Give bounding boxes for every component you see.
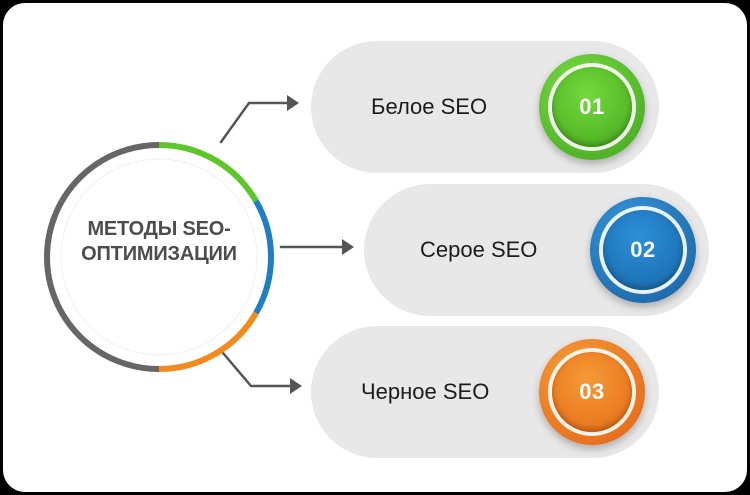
method-pill-white-seo[interactable]: Белое SEO 01 bbox=[311, 41, 659, 173]
center-title: МЕТОДЫ SEO- ОПТИМИЗАЦИИ bbox=[67, 217, 251, 267]
arrowhead-middle bbox=[342, 239, 354, 255]
center-title-line2: ОПТИМИЗАЦИИ bbox=[81, 243, 237, 265]
ring-segment-gray bbox=[44, 142, 160, 372]
connector-bottom bbox=[221, 351, 292, 388]
connector-top bbox=[219, 101, 289, 144]
badge-number: 02 bbox=[630, 237, 656, 262]
ring-inner-circle bbox=[60, 158, 258, 356]
arrowhead-bottom bbox=[290, 378, 302, 394]
connector-arrows bbox=[219, 95, 354, 394]
method-label: Белое SEO bbox=[371, 94, 488, 119]
ring-segment-orange bbox=[158, 311, 259, 372]
badge-core: 01 bbox=[552, 67, 632, 147]
badge-core: 03 bbox=[552, 352, 632, 432]
number-badge: 01 bbox=[539, 54, 645, 160]
badge-core: 02 bbox=[603, 210, 683, 290]
arrowhead-top bbox=[287, 95, 299, 111]
method-label: Черное SEO bbox=[361, 379, 490, 404]
method-label: Серое SEO bbox=[420, 237, 538, 262]
number-badge: 03 bbox=[539, 339, 645, 445]
method-pill-gray-seo[interactable]: Серое SEO 02 bbox=[364, 184, 709, 316]
badge-number: 03 bbox=[579, 379, 605, 404]
badge-number: 01 bbox=[579, 94, 605, 119]
diagram-card: МЕТОДЫ SEO- ОПТИМИЗАЦИИ Белое SEO 01 Сер… bbox=[3, 3, 747, 492]
center-title-line1: МЕТОДЫ SEO- bbox=[87, 218, 231, 240]
ring-segment-blue bbox=[253, 199, 275, 315]
number-badge: 02 bbox=[590, 197, 696, 303]
method-pill-black-seo[interactable]: Черное SEO 03 bbox=[311, 326, 659, 458]
center-ring bbox=[44, 142, 275, 372]
ring-segment-green bbox=[158, 142, 259, 203]
